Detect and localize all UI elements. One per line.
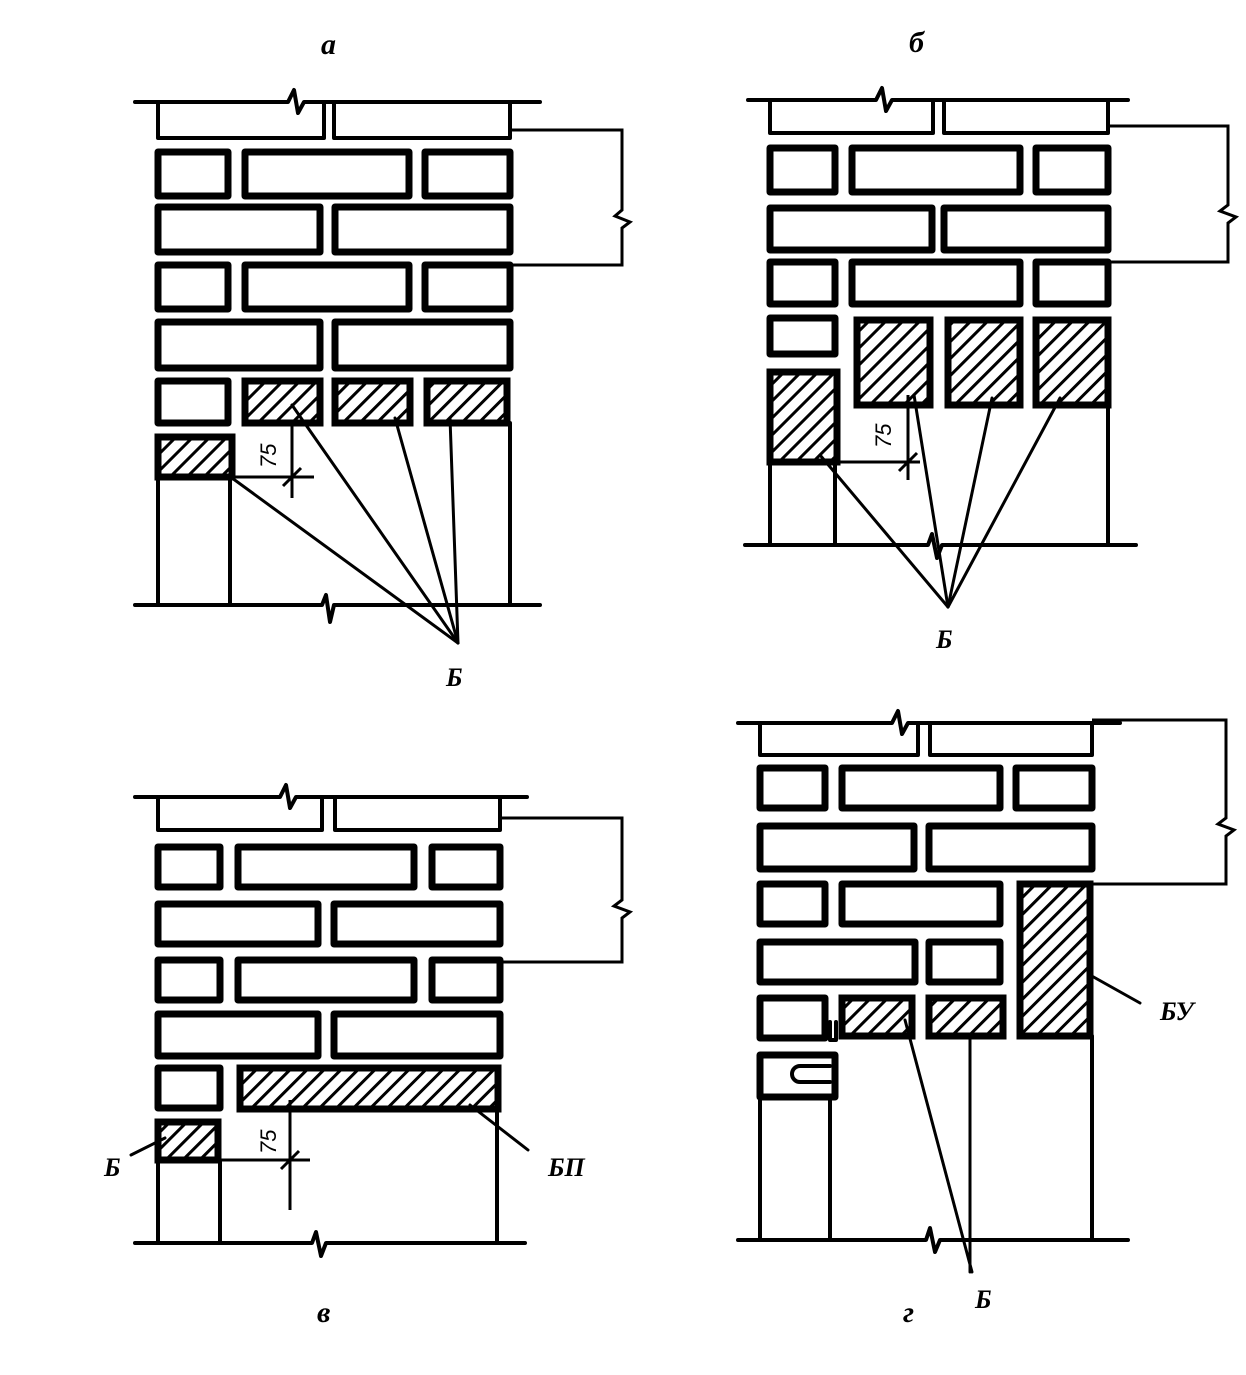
callout-label-b: Б (445, 663, 463, 692)
panel-caption-a: а (321, 28, 336, 61)
callout-leaders (903, 973, 1142, 1274)
lintel-block (241, 377, 324, 427)
wall-height-bracket (510, 128, 634, 267)
door-frame-block (756, 1051, 839, 1101)
lintel-block (154, 1118, 222, 1164)
wall-bottom-edge (133, 1230, 527, 1258)
lintel-block-bp (236, 1064, 502, 1113)
wall-top-edge (133, 783, 529, 832)
lintel-block (423, 377, 511, 427)
dimension-75: 75 (220, 1100, 310, 1210)
dimension-75: 75 (835, 395, 920, 480)
callout-label-b: Б (935, 625, 953, 654)
dimension-75: 75 (230, 420, 314, 498)
panel-caption-b: б (909, 26, 925, 59)
wall-height-bracket (1108, 124, 1240, 264)
panel-v: 75 Б БП в (103, 783, 634, 1329)
panel-caption-g: г (903, 1296, 914, 1329)
wall-height-bracket (1092, 718, 1238, 886)
callout-leaders (129, 1103, 530, 1157)
dimension-label: 75 (256, 1129, 281, 1154)
lintel-block (1032, 316, 1112, 409)
lintel-blocks (838, 880, 1094, 1040)
wall-bottom-edge (133, 593, 542, 624)
brick-courses (756, 764, 1096, 1101)
callout-label-b: Б (103, 1153, 121, 1182)
lintel-block (944, 316, 1024, 409)
dimension-label: 75 (871, 423, 896, 448)
callout-label-bu: БУ (1159, 997, 1196, 1026)
lintel-block (838, 994, 916, 1040)
opening-jambs (156, 421, 512, 607)
panel-g: Б БУ г (736, 709, 1238, 1329)
callout-label-bp: БП (547, 1153, 586, 1182)
dimension-label: 75 (256, 443, 281, 468)
opening-jambs (156, 1107, 499, 1245)
lintel-blocks (154, 377, 511, 481)
lintel-block (925, 994, 1007, 1040)
wall-top-edge (736, 709, 1122, 757)
callout-leaders (818, 393, 1062, 609)
lintel-block (154, 433, 236, 481)
panel-caption-v: в (317, 1296, 330, 1329)
brick-courses (154, 843, 504, 1112)
wall-top-edge (133, 88, 542, 140)
panel-a: 75 Б а (133, 28, 634, 692)
lintel-blocks (766, 316, 1112, 466)
wall-bottom-edge (736, 1226, 1130, 1254)
lintel-block-bu (1016, 880, 1094, 1040)
wall-height-bracket (500, 816, 634, 964)
callout-leaders (230, 403, 460, 645)
lintel-block (331, 377, 414, 427)
callout-label-b: Б (974, 1285, 992, 1314)
panel-b: 75 Б б (743, 26, 1240, 654)
brick-courses (154, 148, 514, 427)
opening-jambs (768, 403, 1110, 547)
brick-courses (766, 144, 1112, 358)
opening-jambs (758, 1034, 1094, 1242)
lintel-block (853, 316, 934, 409)
wall-top-edge (746, 86, 1130, 135)
lintel-block (766, 368, 841, 466)
lintel-blocks (154, 1064, 502, 1164)
anchor-clip (790, 1020, 838, 1084)
